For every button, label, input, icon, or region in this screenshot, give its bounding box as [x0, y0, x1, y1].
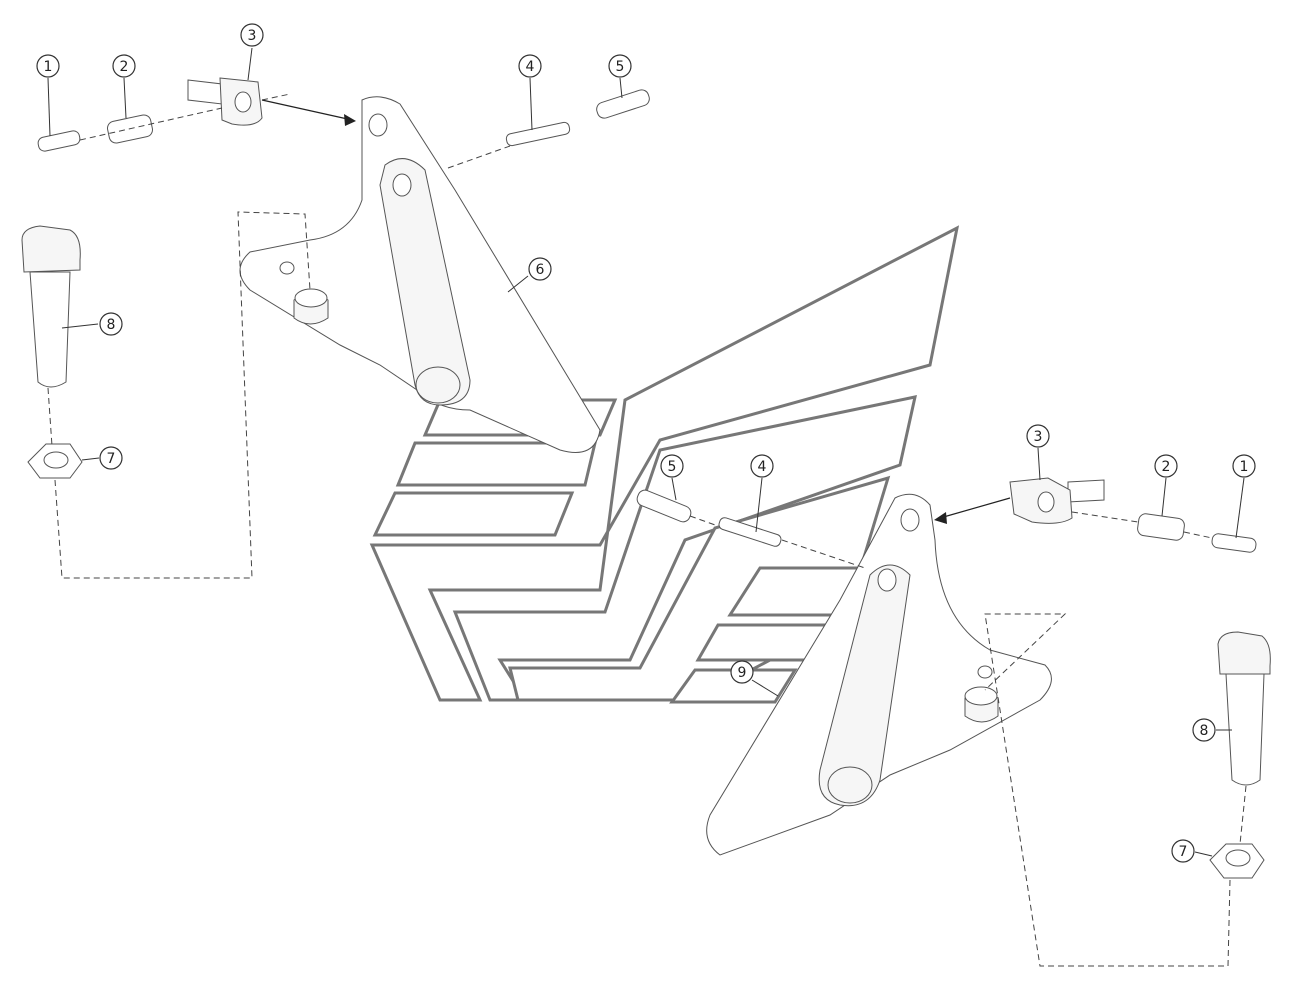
callout-8-right: 8: [1192, 718, 1216, 742]
callout-label: 4: [758, 459, 767, 475]
pin-4-left: [505, 121, 571, 147]
right-hardware: [636, 477, 1271, 879]
callout-label: 2: [1162, 459, 1171, 475]
callout-3-left: 3: [240, 23, 264, 47]
callout-label: 3: [1034, 429, 1043, 445]
bolt-head-8-left: [21, 225, 81, 273]
callout-4-right: 4: [750, 454, 774, 478]
callout-3-right: 3: [1026, 424, 1050, 448]
callout-7-right: 7: [1171, 839, 1195, 863]
callout-1-left: 1: [36, 54, 60, 78]
callout-2-left: 2: [112, 54, 136, 78]
left-bracket-assembly: [239, 96, 601, 453]
callout-5-right: 5: [660, 454, 684, 478]
callout-label: 8: [1200, 723, 1209, 739]
roll-pin-5-left: [596, 89, 650, 119]
callout-9: 9: [730, 660, 754, 684]
leader-lines: [47, 47, 1245, 857]
callout-7-left: 7: [99, 446, 123, 470]
callout-label: 4: [526, 59, 535, 75]
pin-1-left: [37, 130, 81, 152]
callout-label: 2: [120, 59, 129, 75]
assembly-lines: [47, 93, 1247, 967]
right-bracket-assembly: [706, 493, 1052, 856]
callout-2-right: 2: [1154, 454, 1178, 478]
bolt-shank-8-right: [1225, 673, 1265, 786]
callout-label: 1: [1240, 459, 1249, 475]
pin-4-right: [718, 517, 782, 547]
callout-label: 5: [668, 459, 677, 475]
callout-label: 8: [107, 317, 116, 333]
left-hardware: [21, 77, 650, 479]
callout-label: 7: [107, 451, 116, 467]
callout-4-left: 4: [518, 54, 542, 78]
callout-label: 7: [1179, 844, 1188, 860]
assembly-arrows: [261, 99, 1011, 524]
pin-1-right: [1211, 533, 1257, 553]
callout-1-right: 1: [1232, 454, 1256, 478]
clevis-shaft-right: [1067, 479, 1105, 503]
callout-label: 5: [616, 59, 625, 75]
callout-label: 1: [44, 59, 53, 75]
bolt-head-8-right: [1217, 631, 1271, 675]
callout-label: 3: [248, 28, 257, 44]
callout-6: 6: [528, 257, 552, 281]
callout-label: 6: [536, 262, 545, 278]
callout-8-left: 8: [99, 312, 123, 336]
bolt-shank-8-left: [29, 271, 71, 388]
callout-label: 9: [738, 665, 747, 681]
clevis-shaft-left: [187, 79, 223, 105]
spacer-2-right: [1137, 513, 1185, 541]
callout-5-left: 5: [608, 54, 632, 78]
